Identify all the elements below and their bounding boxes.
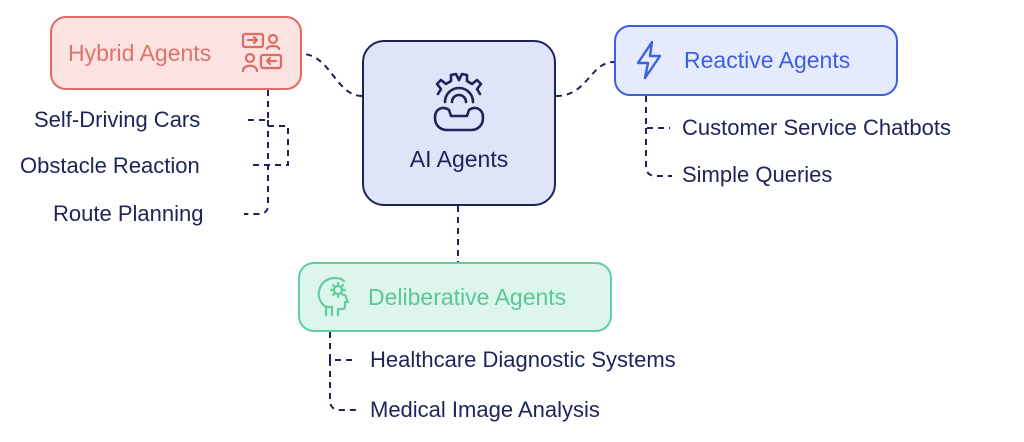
deliberative-child-healthcare-diagnostic-systems: Healthcare Diagnostic Systems bbox=[370, 347, 676, 372]
connector-reactive-queries bbox=[645, 128, 672, 177]
reactive-child-customer-service-chatbots: Customer Service Chatbots bbox=[682, 115, 951, 140]
connector-deliberative-medical bbox=[329, 360, 356, 411]
deliberative-agents-node[interactable] bbox=[298, 262, 612, 332]
center-label: AI Agents bbox=[409, 146, 509, 172]
center-node[interactable] bbox=[362, 40, 556, 206]
hybrid-agents-label: Hybrid Agents bbox=[68, 40, 212, 66]
thinking-head-gear-icon bbox=[317, 276, 350, 317]
hybrid-child-self-driving-cars: Self-Driving Cars bbox=[34, 107, 201, 132]
reactive-agents-node[interactable] bbox=[614, 25, 898, 96]
hybrid-child-obstacle-reaction: Obstacle Reaction bbox=[20, 153, 200, 178]
deliberative-agents-label: Deliberative Agents bbox=[368, 284, 567, 310]
support-agent-gear-icon bbox=[433, 72, 485, 132]
connector-reactive-chatbots bbox=[645, 96, 670, 129]
reactive-child-simple-queries: Simple Queries bbox=[682, 162, 833, 187]
connector-center-reactive bbox=[555, 61, 615, 97]
connector-deliberative-healthcare bbox=[329, 332, 356, 361]
connector-hybrid-route bbox=[244, 120, 269, 215]
hybrid-agents-node[interactable] bbox=[50, 16, 302, 90]
hybrid-child-route-planning: Route Planning bbox=[53, 201, 204, 226]
reactive-agents-label: Reactive Agents bbox=[684, 47, 851, 73]
connector-hybrid-self-driving bbox=[244, 90, 269, 121]
connector-center-hybrid bbox=[301, 53, 363, 97]
deliberative-child-medical-image-analysis: Medical Image Analysis bbox=[370, 397, 600, 422]
conversation-exchange-icon bbox=[241, 32, 283, 73]
lightning-bolt-icon bbox=[636, 40, 662, 80]
